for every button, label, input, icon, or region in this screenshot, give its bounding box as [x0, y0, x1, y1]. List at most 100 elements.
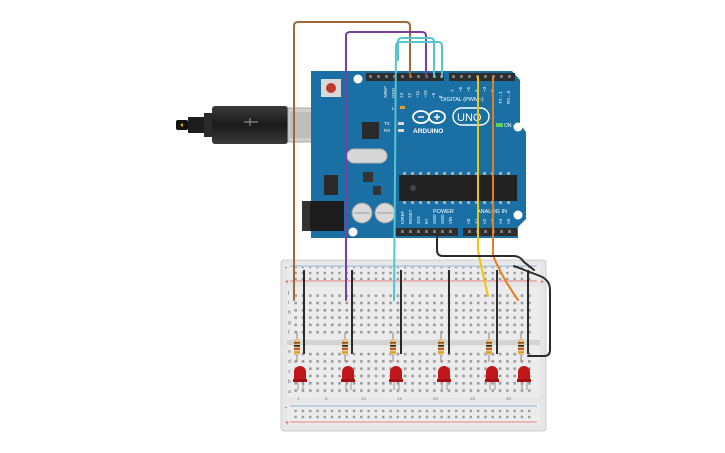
mounting-hole — [513, 210, 523, 220]
analog-in-label: ANALOG IN — [477, 209, 507, 215]
led-3 — [389, 366, 403, 390]
resistors — [294, 332, 524, 362]
wire-purple — [345, 31, 427, 301]
mounting-hole — [348, 227, 358, 237]
row-letter-c: c — [288, 369, 291, 375]
pin-label-gnd: GND — [391, 87, 396, 98]
wire-yellow — [477, 76, 489, 297]
leds — [293, 366, 531, 390]
row-letter-d: d — [288, 359, 291, 365]
pin-label-gnd2: GND — [440, 214, 445, 224]
pin-label-a1: A1 — [474, 218, 479, 224]
resistor-6 — [518, 332, 524, 362]
wire-brown — [293, 21, 411, 301]
pin-label-ioref: IOREF — [400, 210, 405, 224]
col-number-20: 20 — [433, 396, 439, 401]
digital-header-left — [366, 73, 444, 81]
l-led — [400, 106, 405, 109]
row-letter-e: e — [288, 349, 291, 355]
led-1 — [293, 366, 307, 390]
pin-label-6: ~6 — [458, 86, 463, 92]
pin-label-3: ~3 — [482, 86, 487, 92]
wire-cyan — [397, 37, 435, 78]
pin-label-a5: A5 — [506, 218, 511, 224]
row-letter-b: b — [288, 379, 291, 385]
rx-led — [398, 129, 404, 132]
l-led-label: L — [392, 106, 395, 111]
digital-header-right — [449, 73, 515, 81]
pin-label-3v3: 3V3 — [416, 216, 421, 224]
brand-label: ARDUINO — [413, 128, 443, 135]
small-chip-2 — [373, 186, 381, 195]
pin-label-5v: 5V — [424, 219, 429, 224]
row-letter-j: j — [287, 290, 289, 296]
rail-plus-label-right: + — [540, 279, 544, 286]
pin-label-8: 8 — [438, 95, 443, 98]
pin-label-gnd1: GND — [432, 214, 437, 224]
power-on-led — [496, 123, 503, 127]
row-letter-i: i — [288, 300, 289, 306]
usb-chip — [362, 122, 379, 139]
pin-label-vin: VIN — [448, 217, 453, 224]
resistor-2 — [342, 332, 348, 362]
col-number-30: 30 — [506, 396, 512, 401]
rail-minus-label: - — [285, 265, 288, 272]
on-label: ON — [504, 123, 512, 129]
pin-label-9: ~9 — [431, 92, 436, 98]
reset-button-cap — [326, 83, 336, 93]
pin-label-tx1: TX→1 — [498, 91, 503, 104]
mounting-hole — [513, 122, 523, 132]
pin-label-rx0: RX←0 — [506, 90, 511, 104]
led-6 — [517, 366, 531, 390]
digital-pwm-label: DIGITAL (PWM~) — [441, 97, 484, 103]
analog-header — [463, 228, 517, 236]
rail-minus-label-bottom: - — [285, 405, 288, 412]
pin-label-7: 7 — [450, 89, 455, 92]
wire-black-gnd — [436, 231, 535, 271]
pin-label-a0: A0 — [466, 218, 471, 224]
wire-black-return — [513, 265, 551, 357]
rail-plus-label: + — [285, 279, 289, 286]
breadboard: + - + - + j i h g f e d c b a 1 5 10 15 … — [280, 259, 547, 432]
row-letter-f: f — [288, 330, 290, 336]
ground-jumpers — [303, 270, 529, 354]
rail-plus-label-bottom: + — [285, 420, 289, 427]
rx-label: RX — [384, 128, 390, 133]
led-5 — [485, 366, 499, 390]
row-letter-h: h — [288, 310, 291, 316]
crystal-oscillator — [346, 148, 388, 164]
pin-label-13: 13 — [399, 92, 404, 98]
voltage-regulator — [324, 175, 338, 195]
pin-label-10: ~10 — [423, 90, 428, 98]
led-2 — [341, 366, 355, 390]
small-chip — [363, 172, 373, 182]
col-number-10: 10 — [361, 396, 367, 401]
row-letter-a: a — [288, 389, 292, 395]
pin-label-aref: AREF — [383, 86, 388, 98]
resistor-1 — [294, 332, 300, 362]
pin-label-11: ~11 — [415, 90, 420, 98]
row-letter-g: g — [288, 320, 291, 326]
atmega-microcontroller — [399, 175, 517, 201]
col-number-5: 5 — [325, 396, 328, 401]
pin-label-5: ~5 — [466, 86, 471, 92]
arduino-uno-board: AREF GND 13 12 ~11 ~10 ~9 8 7 ~6 ~5 4 ~3… — [302, 71, 526, 238]
resistor-4 — [438, 332, 444, 362]
tx-led — [398, 122, 404, 125]
pin-label-4: 4 — [474, 89, 479, 92]
col-number-25: 25 — [470, 396, 476, 401]
col-number-1: 1 — [297, 396, 300, 401]
led-4 — [437, 366, 451, 390]
pin-label-12: 12 — [407, 92, 412, 98]
resistor-3 — [390, 332, 396, 362]
model-label: UNO — [457, 112, 482, 124]
pin-label-a2: A2 — [482, 218, 487, 224]
wire-cyan-2 — [393, 41, 443, 301]
pin-label-reset: RESET — [408, 209, 413, 224]
col-number-15: 15 — [397, 396, 403, 401]
mounting-hole — [353, 74, 363, 84]
resistor-5 — [486, 332, 492, 362]
pin-label-a4: A4 — [498, 218, 503, 224]
power-label: POWER — [433, 209, 454, 215]
